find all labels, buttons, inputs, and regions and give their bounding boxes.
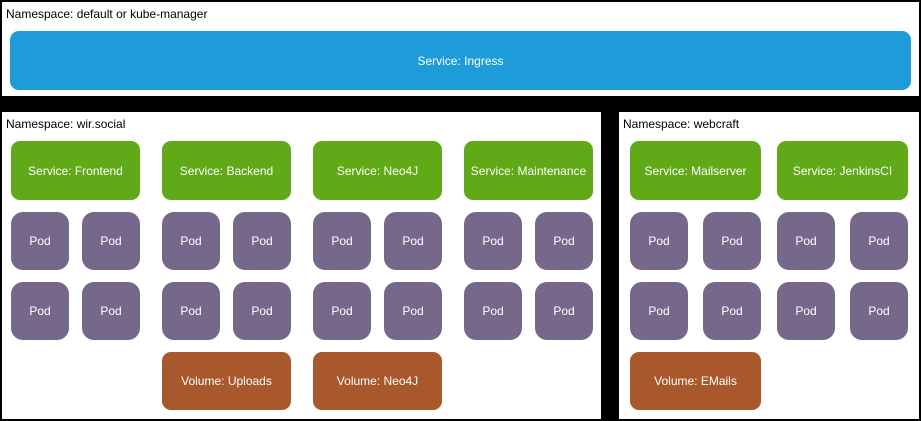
volume-box: Volume: Uploads [162,352,291,410]
pod-box: Pod [850,282,908,340]
pod-box: Pod [464,212,522,270]
pod-row: Pod Pod [777,212,908,270]
pod-box: Pod [11,212,69,270]
service-box: Service: Frontend [11,141,140,200]
pod-box: Pod [162,282,220,340]
pod-box: Pod [850,212,908,270]
pod-box: Pod [630,212,688,270]
pod-box: Pod [535,282,593,340]
pod-box: Pod [464,282,522,340]
pod-box: Pod [703,212,761,270]
volume-box: Volume: EMails [630,352,761,410]
namespace-label: Namespace: webcraft [623,117,740,131]
pod-row: Pod Pod [630,282,761,340]
pod-box: Pod [535,212,593,270]
pod-box: Pod [384,212,442,270]
pod-box: Pod [162,212,220,270]
service-box: Service: Mailserver [630,141,761,200]
namespace-label: Namespace: wir.social [6,117,126,131]
pod-box: Pod [233,282,291,340]
pod-box: Pod [777,282,835,340]
service-box: Service: Neo4J [313,141,442,200]
service-box: Service: Backend [162,141,291,200]
namespace-panel-default-kube-manager: Namespace: default or kube-manager Servi… [2,2,919,96]
pod-box: Pod [777,212,835,270]
pod-box: Pod [82,282,140,340]
pod-box: Pod [313,282,371,340]
namespace-label: Namespace: default or kube-manager [6,7,208,21]
service-box: Service: Maintenance [464,141,593,200]
pod-box: Pod [384,282,442,340]
pod-row: Pod Pod [630,212,761,270]
service-ingress-box: Service: Ingress [10,31,911,90]
pod-box: Pod [82,212,140,270]
pod-box: Pod [313,212,371,270]
pod-box: Pod [233,212,291,270]
pod-box: Pod [11,282,69,340]
pod-box: Pod [630,282,688,340]
service-box: Service: JenkinsCI [777,141,908,200]
pod-row: Pod Pod [777,282,908,340]
pod-box: Pod [703,282,761,340]
volume-box: Volume: Neo4J [313,352,442,410]
